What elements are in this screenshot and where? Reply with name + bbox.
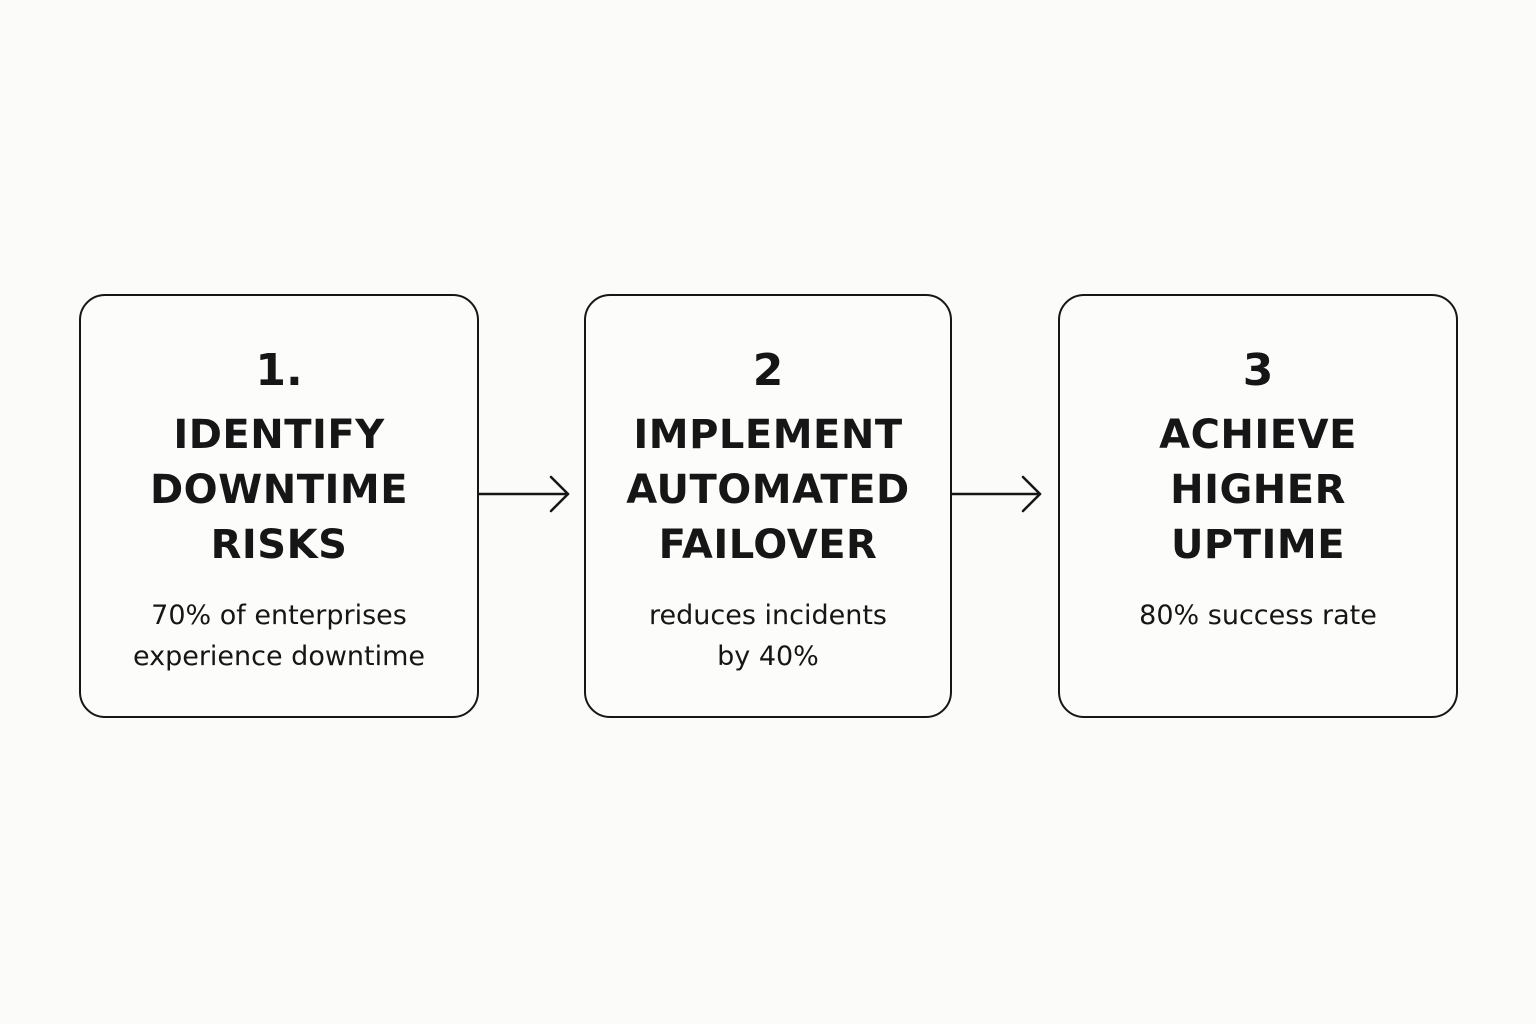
step-number: 2 [752,345,784,396]
step-title-line: DOWNTIME [149,467,409,513]
step-title-line: RISKS [210,522,348,568]
step-number: 3 [1242,345,1274,396]
step-title: ACHIEVE HIGHER UPTIME [1159,408,1357,573]
step-number: 1. [255,345,303,396]
step-description: reduces incidents by 40% [649,595,887,677]
step-card-identify: 1. IDENTIFY DOWNTIME RISKS 70% of enterp… [79,294,479,718]
arrow-right-icon [952,475,1042,513]
step-title-line: IMPLEMENT [633,412,903,458]
step-card-implement: 2 IMPLEMENT AUTOMATED FAILOVER reduces i… [584,294,952,718]
step-title-line: AUTOMATED [626,467,910,513]
step-title: IMPLEMENT AUTOMATED FAILOVER [626,408,909,573]
step-card-achieve: 3 ACHIEVE HIGHER UPTIME 80% success rate [1058,294,1458,718]
step-description: 80% success rate [1139,595,1377,636]
step-description-line: by 40% [717,641,819,672]
step-description-line: experience downtime [132,641,426,672]
step-title-line: UPTIME [1170,522,1346,568]
step-description-line: 70% of enterprises [151,600,407,631]
step-title-line: ACHIEVE [1159,412,1357,458]
step-title-line: FAILOVER [658,522,878,568]
arrow-right-icon [479,475,570,513]
step-title: IDENTIFY DOWNTIME RISKS [150,408,408,573]
step-description: 70% of enterprises experience downtime [133,595,425,677]
step-description-line: reduces incidents [649,600,887,631]
step-title-line: IDENTIFY [173,412,385,458]
step-title-line: HIGHER [1170,467,1346,513]
step-description-line: 80% success rate [1139,600,1377,631]
